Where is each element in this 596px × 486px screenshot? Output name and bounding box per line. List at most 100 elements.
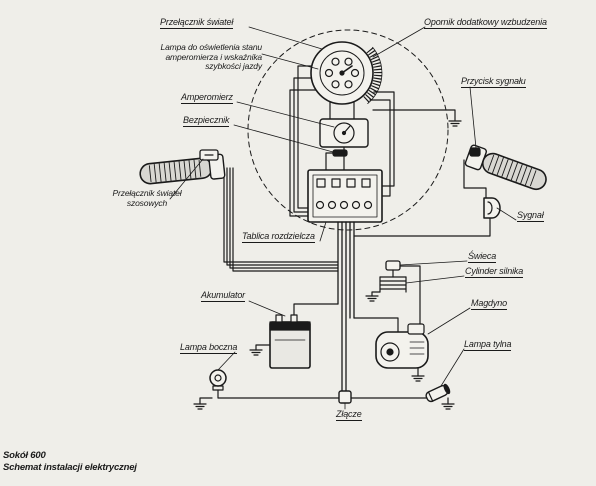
right-handlebar-grip (464, 144, 547, 191)
battery-wiring (255, 303, 339, 351)
board-terminal (315, 200, 325, 210)
board-terminal (346, 178, 356, 188)
caption: Sokół 600 Schemat instalacji elektryczne… (3, 450, 137, 474)
wire (297, 65, 313, 209)
leader-cylinder (405, 275, 465, 284)
label-fuse: Bezpiecznik (183, 115, 230, 127)
wire (293, 303, 339, 316)
label-line: Lampa do oświetlenia stanu (160, 42, 263, 52)
label-horn-button: Przycisk sygnału (461, 76, 526, 88)
leader-side-lamp (217, 351, 236, 371)
label-cylinder: Cylinder silnika (465, 266, 524, 278)
leader-magneto (427, 307, 471, 335)
caption-subtitle: Schemat instalacji elektrycznej (3, 462, 137, 473)
caption-title: Sokół 600 (3, 450, 46, 461)
spark-plug (385, 260, 401, 278)
label-line: szybkości jazdy (205, 61, 262, 71)
label-ammeter: Amperomierz (181, 92, 233, 104)
label-connector: Złącze (336, 409, 362, 421)
side-lamp (209, 369, 227, 391)
wire (199, 397, 213, 405)
leader-excitation-resistor (372, 26, 426, 58)
leader-instrument-lamp (261, 53, 319, 70)
switch-terminal (344, 57, 353, 66)
leader-tail-lamp (440, 348, 465, 387)
leader-fuse (233, 124, 334, 153)
wire (217, 389, 340, 399)
horn-wiring (353, 159, 491, 237)
wire (226, 167, 339, 266)
leader-lines (169, 26, 517, 410)
board-terminal (339, 200, 349, 210)
wire (223, 167, 339, 263)
light-switch (310, 41, 374, 105)
ground-symbol (448, 120, 462, 127)
board-terminal (361, 178, 371, 188)
leader-ammeter (236, 101, 335, 128)
switch-terminal (331, 80, 340, 89)
horn-button (469, 147, 481, 157)
wire (399, 265, 421, 325)
board-terminal (327, 200, 337, 210)
ground-symbol (365, 295, 379, 302)
wire (293, 77, 315, 213)
label-line: szosowych (126, 197, 168, 208)
board-terminal (331, 178, 341, 188)
engine-cylinder (379, 276, 407, 293)
ground-symbol (411, 375, 425, 382)
wire (353, 317, 399, 333)
leader-horn (496, 207, 517, 221)
leader-light-switch (248, 26, 323, 50)
leader-distribution-board (319, 221, 327, 242)
ground-symbol (193, 403, 207, 410)
horn (483, 197, 501, 219)
label-instrument-lamp: Lampa do oświetlenia stanu amperomierza … (132, 42, 263, 72)
wire (289, 89, 319, 217)
dip-switch (199, 149, 219, 161)
leader-spark-plug (399, 260, 468, 266)
wire (373, 91, 395, 187)
label-spark-plug: Świeca (468, 251, 497, 263)
label-excitation-resistor: Opornik dodatkowy wzbudzenia (424, 17, 547, 29)
switch-terminal (324, 68, 334, 78)
wire (229, 167, 339, 269)
wire (369, 99, 391, 197)
label-light-switch: Przełącznik świateł (160, 17, 234, 29)
wire (372, 109, 456, 121)
label-horn: Sygnał (517, 210, 544, 222)
switch-terminal (331, 57, 340, 66)
wire (463, 159, 487, 199)
ammeter (319, 118, 369, 148)
distribution-board (307, 169, 383, 223)
ground-symbol (441, 403, 455, 410)
connector (338, 390, 352, 404)
board-terminal (316, 178, 326, 188)
magneto (375, 323, 429, 369)
board-terminal (351, 200, 361, 210)
switch-terminal (350, 68, 360, 78)
ground-symbol (249, 349, 263, 356)
leader-battery (248, 300, 286, 317)
main-harness (337, 221, 355, 392)
battery (269, 314, 311, 369)
label-line: amperomierza i wskaźnika (165, 51, 262, 62)
wire (232, 167, 339, 272)
wire (371, 291, 381, 297)
label-side-lamp: Lampa boczna (180, 342, 238, 354)
leader-dip-switch (169, 158, 204, 200)
label-line: Przełącznik świateł (112, 188, 182, 198)
label-distribution-board: Tablica rozdzielcza (242, 231, 315, 243)
leader-horn-button (469, 86, 477, 149)
label-tail-lamp: Lampa tylna (464, 339, 512, 351)
label-battery: Akumulator (201, 290, 246, 302)
label-dip-switch: Przełącznik świateł szosowych (108, 188, 186, 208)
label-magneto: Magdyno (471, 298, 507, 310)
lamp-wiring (199, 291, 449, 405)
fuse (332, 149, 348, 157)
wire (255, 344, 271, 351)
headlamp-outline (247, 29, 449, 231)
board-terminal (363, 200, 373, 210)
excitation-resistor (362, 46, 383, 104)
